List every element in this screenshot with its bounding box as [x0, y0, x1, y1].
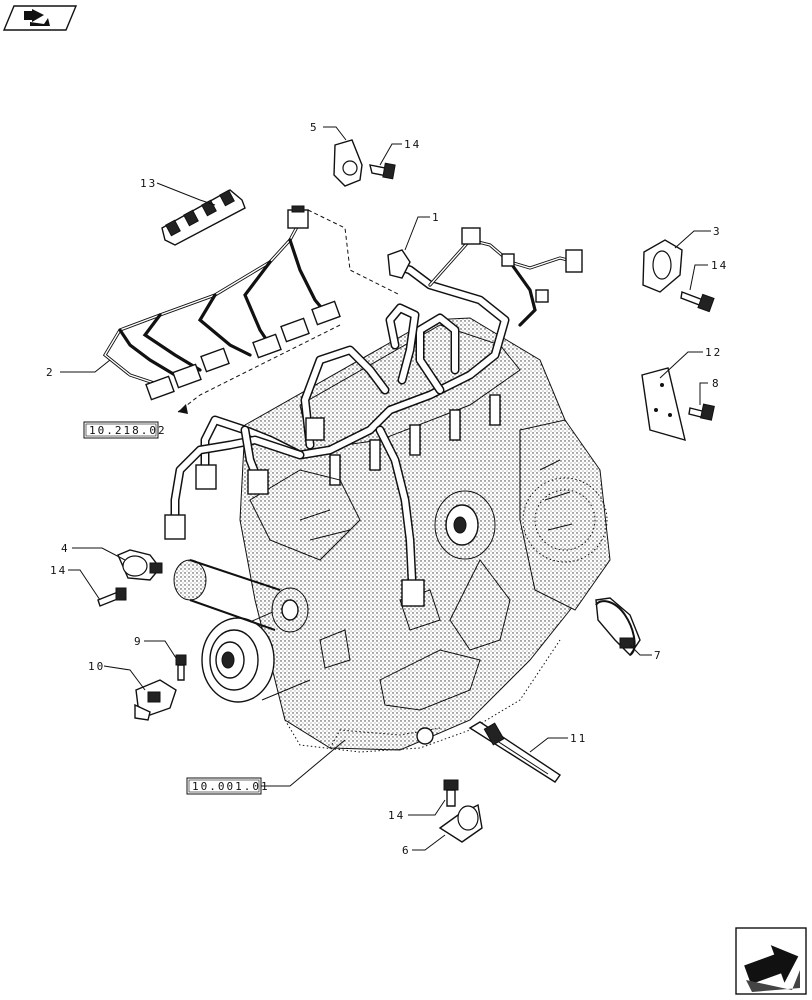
part-10-sensor — [134, 679, 177, 721]
turbocharger — [434, 490, 511, 651]
engine-block — [173, 317, 611, 753]
main-wiring-harness — [164, 227, 583, 607]
callout-8: 8 — [712, 377, 721, 390]
part-7-cable-tie — [595, 597, 641, 657]
reference-box-wiring[interactable]: 10.218.02 — [83, 421, 167, 439]
callout-14-top: 14 — [404, 138, 421, 151]
book-arrow-icon[interactable] — [2, 5, 78, 31]
callout-14-left: 14 — [50, 564, 67, 577]
callout-14-right: 14 — [711, 259, 728, 272]
reference-wiring-label: 10.218.02 — [89, 424, 167, 437]
bolt-8 — [688, 403, 715, 421]
callouts: 5 14 13 1 3 14 12 2 8 4 14 9 10 7 11 14 … — [46, 121, 728, 857]
callout-12: 12 — [705, 346, 722, 359]
callout-1: 1 — [432, 211, 441, 224]
part-12-bracket-plate — [641, 367, 686, 442]
bolt-14-bottom — [443, 779, 459, 807]
injector-harness — [102, 205, 401, 414]
callout-13: 13 — [140, 177, 157, 190]
part-11-strap — [468, 721, 561, 783]
reference-box-engine[interactable]: 10.001.01 — [186, 777, 270, 795]
callout-3: 3 — [713, 225, 722, 238]
part-3-p-clip — [642, 239, 683, 293]
callout-7: 7 — [654, 649, 663, 662]
crank-pulley — [201, 599, 311, 703]
callout-6: 6 — [402, 844, 411, 857]
callout-2: 2 — [46, 366, 55, 379]
callout-14-bottom: 14 — [388, 809, 405, 822]
callout-5: 5 — [310, 121, 319, 134]
part-9-screw — [175, 654, 187, 681]
next-page-arrow-icon[interactable] — [735, 927, 807, 995]
part-4-clamp — [117, 549, 163, 581]
bolt-14-right — [680, 291, 715, 313]
leader-lines — [60, 126, 711, 851]
bolt-14-top — [369, 162, 396, 180]
part-13-connector-strip — [161, 189, 246, 246]
callout-11: 11 — [570, 732, 587, 745]
bolt-14-left — [97, 587, 127, 607]
callout-4: 4 — [61, 542, 70, 555]
part-5-p-clip — [333, 139, 363, 187]
callout-9: 9 — [134, 635, 143, 648]
callout-10: 10 — [88, 660, 105, 673]
injectors — [329, 394, 501, 486]
part-6-p-clip — [438, 803, 483, 843]
reference-engine-label: 10.001.01 — [192, 780, 270, 793]
